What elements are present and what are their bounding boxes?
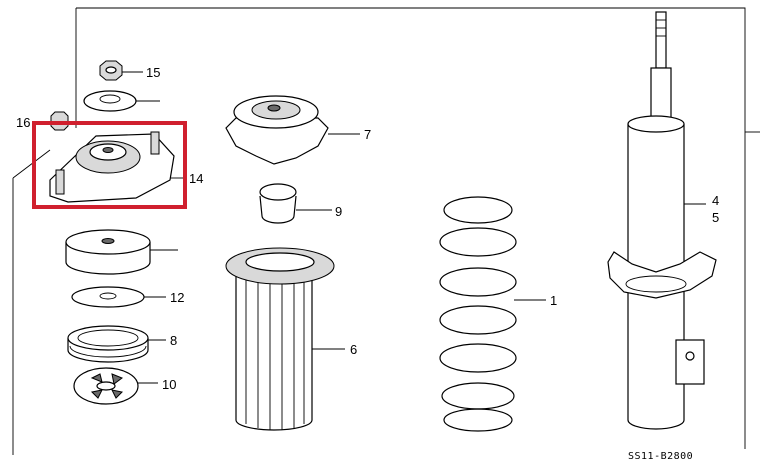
- part-14-upper-mount[interactable]: [49, 131, 186, 203]
- frame: [12, 7, 760, 455]
- label-7: 7: [364, 127, 371, 142]
- label-4: 4: [712, 193, 719, 208]
- part-8-bearing[interactable]: [67, 325, 166, 363]
- part-9-bump-stop[interactable]: [259, 183, 332, 224]
- label-16: 16: [16, 115, 30, 130]
- part-10-spring-seat[interactable]: [73, 367, 158, 405]
- label-10: 10: [162, 377, 176, 392]
- diagram-code: SS11-B2800: [628, 451, 693, 462]
- label-1: 1: [550, 293, 557, 308]
- label-12: 12: [170, 290, 184, 305]
- label-9: 9: [335, 204, 342, 219]
- label-5: 5: [712, 210, 719, 225]
- part-6-dust-boot[interactable]: [225, 247, 345, 431]
- part-rubber-block[interactable]: [65, 229, 178, 275]
- part-7-strut-mount[interactable]: [225, 95, 360, 165]
- label-15: 15: [146, 65, 160, 80]
- part-15-nut-washer[interactable]: [83, 60, 160, 112]
- part-14-highlight-box: [32, 121, 187, 209]
- label-14: 14: [189, 171, 203, 186]
- label-8: 8: [170, 333, 177, 348]
- part-12-washer[interactable]: [71, 286, 166, 308]
- part-4-5-strut[interactable]: [607, 11, 717, 430]
- label-6: 6: [350, 342, 357, 357]
- part-1-coil-spring[interactable]: [439, 196, 546, 432]
